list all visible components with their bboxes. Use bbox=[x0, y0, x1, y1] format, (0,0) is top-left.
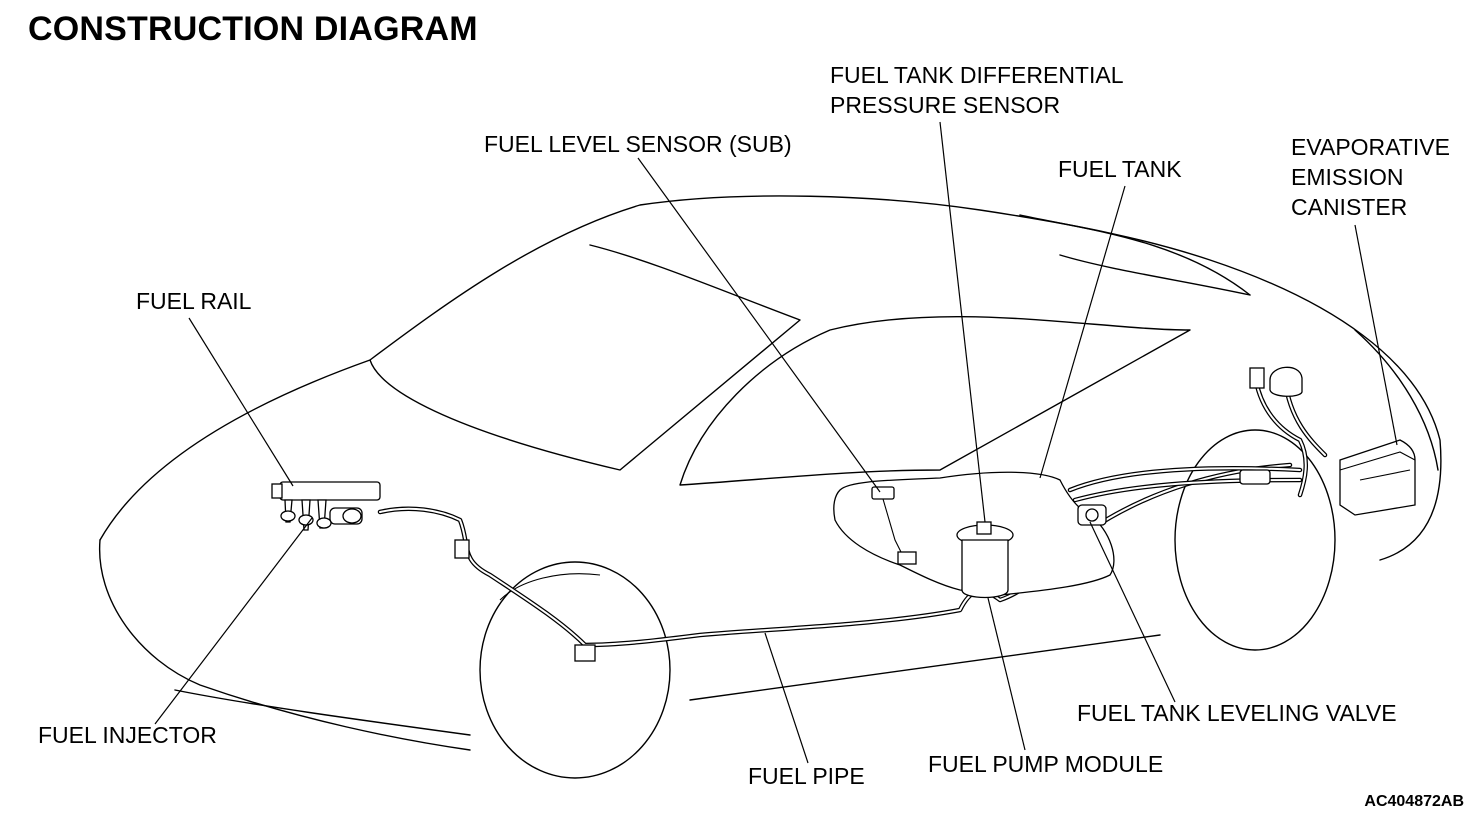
label-line: PRESSURE SENSOR bbox=[830, 92, 1061, 118]
label-line: EVAPORATIVE bbox=[1291, 134, 1450, 160]
fuel-pump-module-shape bbox=[956, 521, 1014, 599]
rear-wheel bbox=[1174, 429, 1336, 651]
label-line: CANISTER bbox=[1291, 194, 1408, 220]
fuel-tank-leveling-valve-shape bbox=[1077, 504, 1107, 526]
label-fuel-pump-module: FUEL PUMP MODULE bbox=[928, 751, 1164, 777]
label-fuel-level-sensor-sub: FUEL LEVEL SENSOR (SUB) bbox=[484, 131, 792, 157]
label-evaporative-emission-canister: EVAPORATIVE EMISSION CANISTER bbox=[1291, 132, 1450, 222]
label-fuel-tank-differential-pressure-sensor: FUEL TANK DIFFERENTIAL PRESSURE SENSOR bbox=[830, 60, 1124, 120]
label-fuel-tank: FUEL TANK bbox=[1058, 156, 1182, 182]
label-fuel-rail: FUEL RAIL bbox=[136, 288, 252, 314]
leader-lines bbox=[154, 121, 1398, 764]
fuel-rail-assembly bbox=[271, 481, 381, 531]
page-title: CONSTRUCTION DIAGRAM bbox=[28, 10, 478, 48]
label-fuel-pipe: FUEL PIPE bbox=[748, 763, 865, 789]
label-line: EMISSION bbox=[1291, 164, 1404, 190]
label-fuel-injector: FUEL INJECTOR bbox=[38, 722, 217, 748]
label-fuel-tank-leveling-valve: FUEL TANK LEVELING VALVE bbox=[1077, 700, 1397, 726]
car-body-outline bbox=[98, 195, 1442, 751]
figure-code: AC404872AB bbox=[1364, 793, 1464, 810]
front-wheel bbox=[479, 561, 671, 779]
label-line: FUEL TANK DIFFERENTIAL bbox=[830, 62, 1124, 88]
evaporative-emission-canister-shape bbox=[1239, 366, 1416, 516]
